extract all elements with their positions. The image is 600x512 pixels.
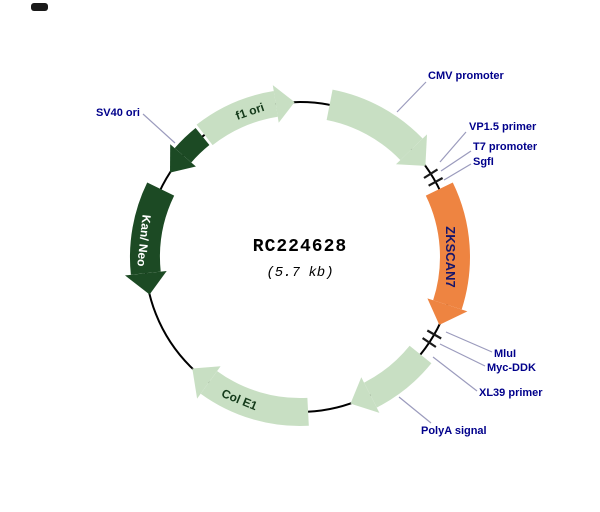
plasmid-size: (5.7 kb) <box>266 265 333 281</box>
zkscan7-gene-arrow-head <box>427 298 468 325</box>
xl39-primer-leader-line <box>432 356 478 392</box>
cmv-promoter-arrow-head <box>396 134 427 166</box>
cmv-promoter-arrow <box>326 89 423 161</box>
sgfi-site-label: SgfI <box>473 156 494 168</box>
polya-signal-arrow-head <box>350 377 380 413</box>
kan-neo-marker-arrow <box>129 182 175 275</box>
kan-neo-marker-arrow-label: Kan/ Neo <box>134 214 153 267</box>
zkscan7-gene-arrow <box>425 182 470 310</box>
stray-ink-mark <box>31 3 48 11</box>
myc-ddk-tick <box>421 337 437 348</box>
sv40-ori-label: SV40 ori <box>96 107 140 119</box>
mlui-site-leader-line <box>445 331 493 353</box>
myc-ddk-label: Myc-DDK <box>487 362 536 374</box>
t7-promoter-leader-line <box>440 150 472 172</box>
cmv-promoter-leader-line <box>396 81 427 113</box>
sv40-origin-arrow-head <box>170 144 196 173</box>
t7-promoter-label: T7 promoter <box>473 141 538 153</box>
t7-promoter-tick <box>423 168 439 179</box>
polya-signal-leader-line <box>398 396 432 424</box>
myc-ddk-leader-line <box>439 343 486 367</box>
sv40-ori-leader-line <box>142 113 176 144</box>
sgfi-site-leader-line <box>443 163 472 181</box>
kan-neo-marker-arrow-head <box>125 271 167 295</box>
cmv-promoter-label: CMV promoter <box>428 70 505 82</box>
col-e1-origin-arrow <box>200 370 309 427</box>
polya-signal-label: PolyA signal <box>421 425 487 437</box>
vp15-primer-leader-line <box>439 131 467 163</box>
zkscan7-gene-arrow-label: ZKSCAN7 <box>443 226 458 287</box>
f1-origin-arrow <box>196 91 279 146</box>
mlui-site-label: MluI <box>494 348 516 360</box>
f1-origin-arrow-head <box>272 85 295 123</box>
sv40-origin-arrow <box>174 127 210 163</box>
sgfi-site-tick <box>428 177 444 187</box>
col-e1-origin-arrow-head <box>192 366 221 399</box>
polya-signal-arrow <box>363 345 432 408</box>
vp15-primer-label: VP1.5 primer <box>469 121 537 133</box>
mlui-site-tick <box>426 329 442 340</box>
xl39-primer-label: XL39 primer <box>479 387 543 399</box>
plasmid-name: RC224628 <box>253 237 347 257</box>
